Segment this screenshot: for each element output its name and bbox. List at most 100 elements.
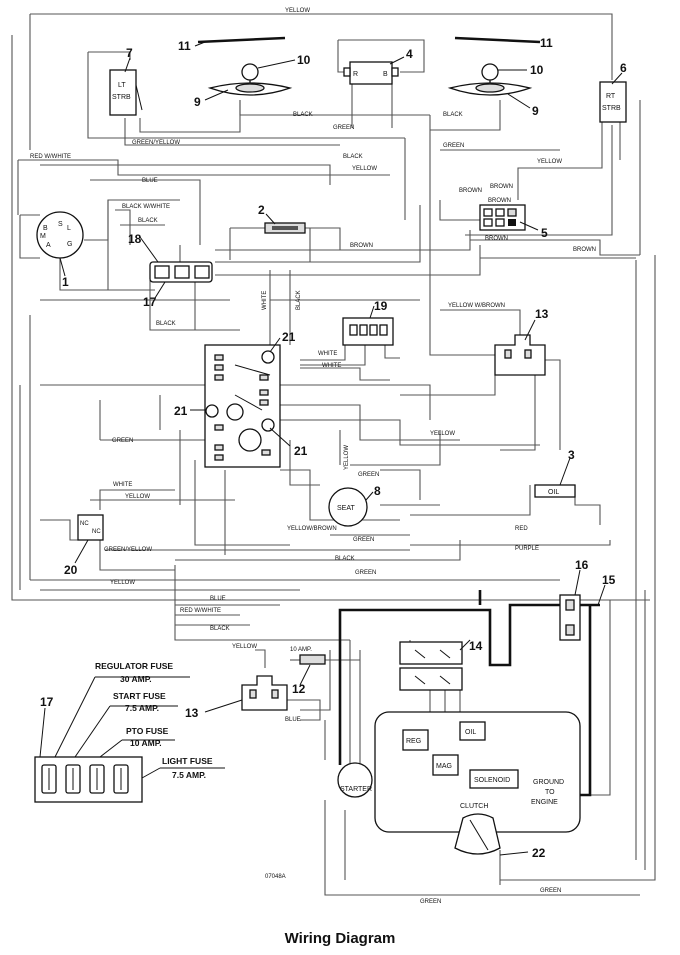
svg-text:STRB: STRB — [602, 105, 621, 112]
fuse-rating: 30 AMP. — [120, 674, 152, 684]
wire-label: GREEN — [540, 888, 561, 894]
wire-label: GREEN — [353, 537, 374, 543]
svg-text:G: G — [67, 241, 72, 248]
headlight-right — [447, 63, 533, 96]
light-switch-connector: BROWN BROWN — [479, 198, 526, 242]
wire-label: BLACK — [210, 626, 230, 632]
svg-text:REG: REG — [406, 738, 421, 745]
wire-label: BLACK — [156, 321, 176, 327]
wire-label: GREEN — [333, 125, 354, 131]
wire-label: RED W/WHITE — [180, 608, 221, 614]
callout-number: 11 — [178, 39, 191, 53]
callout-number: 1 — [62, 275, 69, 289]
svg-text:ENGINE: ENGINE — [531, 799, 558, 806]
callout-number: 5 — [541, 226, 548, 240]
fuse-rating: 10 AMP. — [130, 738, 162, 748]
reverse-switch: NC NC — [77, 514, 104, 541]
wire-label: PURPLE — [515, 546, 539, 552]
svg-text:OIL: OIL — [548, 489, 559, 496]
wire-label: BLACK W/WHITE — [122, 204, 170, 210]
fuse-rating: 7.5 AMP. — [125, 703, 159, 713]
svg-text:GROUND: GROUND — [533, 779, 564, 786]
voltage-regulator — [559, 594, 595, 641]
engine-outline: REG MAG OIL SOLENOID GROUND TO ENGINE — [374, 711, 581, 833]
callout-number: 22 — [532, 846, 546, 860]
seat-switch: SEAT — [328, 487, 368, 527]
wire-label: GREEN — [355, 570, 376, 576]
wire-label: GREEN — [420, 899, 441, 905]
callout-number: 14 — [469, 639, 483, 653]
wire-label: BLACK — [335, 556, 355, 562]
callout-number: 13 — [185, 706, 199, 720]
wire-label: YELLOW — [430, 431, 455, 437]
pto-connector-lower — [241, 675, 288, 711]
svg-text:TO: TO — [545, 789, 555, 796]
wire-label: BLUE — [142, 178, 158, 184]
right-strobe: RT STRB — [599, 81, 627, 123]
svg-text:NC: NC — [92, 529, 101, 535]
svg-text:SEAT: SEAT — [337, 505, 355, 512]
light-relay: R B — [343, 61, 399, 85]
wire-labels: YELLOW BLACK GREEN BLACK GREEN/YELLOW GR… — [30, 8, 596, 905]
fuse-name: REGULATOR FUSE — [95, 661, 173, 671]
wire-label: BROWN — [459, 188, 482, 194]
svg-text:B: B — [383, 71, 388, 78]
wire-label: YELLOW — [352, 166, 377, 172]
callout-number: 21 — [282, 330, 296, 344]
fuse-name: PTO FUSE — [126, 726, 169, 736]
svg-text:MAG: MAG — [436, 763, 452, 770]
callout-number: 17 — [143, 295, 157, 309]
svg-text:S: S — [58, 221, 63, 228]
svg-text:B: B — [43, 225, 48, 232]
callout-number: 20 — [64, 563, 78, 577]
wire-label: BROWN — [350, 243, 373, 249]
wiring-diagram: YELLOW BLACK GREEN BLACK GREEN/YELLOW GR… — [11, 8, 656, 905]
wire-label: WHITE — [318, 351, 337, 357]
wire-label: WHITE — [322, 363, 341, 369]
starter-motor: STARTER — [337, 762, 373, 798]
callout-number: 18 — [128, 232, 142, 246]
callout-number: 13 — [535, 307, 549, 321]
callout-number: 11 — [540, 36, 553, 50]
oil-pressure-switch: OIL — [534, 484, 576, 498]
wire-label: YELLOW — [285, 8, 310, 14]
wire-label: GREEN — [112, 438, 133, 444]
pto-connector-upper — [494, 334, 546, 376]
wire-label: YELLOW — [537, 159, 562, 165]
wire-label: RED W/WHITE — [30, 154, 71, 160]
wire-label: BLUE — [285, 717, 301, 723]
light-bar-left — [197, 36, 286, 44]
svg-text:BROWN: BROWN — [485, 236, 508, 242]
svg-text:STARTER: STARTER — [340, 786, 372, 793]
wire-label: BLACK — [138, 218, 158, 224]
wire-label: BLACK — [293, 112, 313, 118]
wire-label: BROWN — [490, 184, 513, 190]
wire-label: WHITE — [262, 291, 268, 310]
inline-fuse: 10 AMP. — [290, 647, 326, 665]
ignition-switch: B M A L G S — [36, 211, 84, 259]
wire-label: BLACK — [296, 290, 302, 310]
start-relay-block — [399, 641, 463, 691]
headlight-left — [207, 63, 293, 96]
battery-cables — [338, 590, 600, 797]
wire-label: BLUE — [210, 596, 226, 602]
callout-number: 16 — [575, 558, 589, 572]
callout-number: 15 — [602, 573, 616, 587]
diode — [264, 222, 306, 234]
wire-label: YELLOW W/BROWN — [448, 303, 505, 309]
callout-number: 12 — [292, 682, 306, 696]
svg-text:L: L — [67, 225, 71, 232]
callout-number: 6 — [620, 61, 627, 75]
callout-number: 10 — [297, 53, 311, 67]
svg-text:OIL: OIL — [465, 729, 476, 736]
wire-label: GREEN/YELLOW — [104, 547, 152, 553]
left-strobe: LT STRB — [109, 69, 143, 116]
wire-label: RED — [515, 526, 528, 532]
wires — [11, 13, 656, 896]
wire-label: YELLOW/BROWN — [287, 526, 337, 532]
wire-label: BLACK — [443, 112, 463, 118]
light-bar-right — [454, 36, 541, 44]
svg-text:CLUTCH: CLUTCH — [460, 803, 488, 810]
drawing-number: 07048A — [265, 874, 286, 880]
callout-number: 10 — [530, 63, 544, 77]
